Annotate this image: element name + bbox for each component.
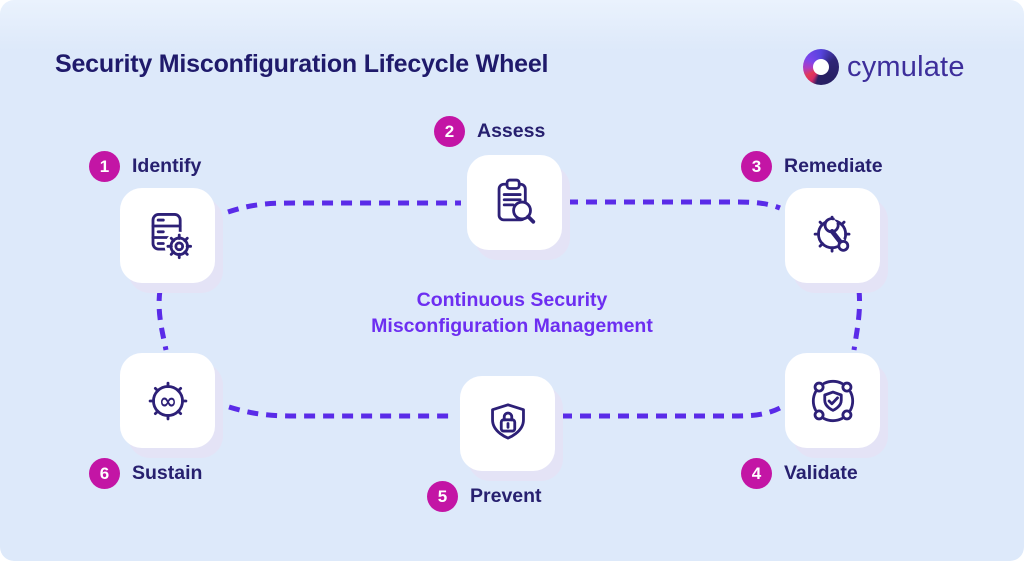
step-number-badge: 6 [89, 458, 120, 489]
step-card-assess [467, 155, 562, 250]
step-number-badge: 3 [741, 151, 772, 182]
page-title: Security Misconfiguration Lifecycle Whee… [55, 50, 549, 78]
center-caption-line1: Continuous Security [416, 289, 608, 311]
shield-lock-icon [490, 402, 525, 439]
server-gear-icon [151, 212, 194, 261]
connector-prevent-validate [561, 405, 782, 419]
gear-infinity-icon: ∞ [148, 381, 187, 420]
connector-remediate-validate [851, 289, 862, 351]
step-header-prevent: 5 Prevent [427, 481, 542, 512]
brand-logo: cymulate [803, 49, 965, 85]
step-number-badge: 4 [741, 458, 772, 489]
step-header-validate: 4 Validate [741, 458, 858, 489]
brand-name: cymulate [847, 50, 965, 83]
step-number-badge: 5 [427, 481, 458, 512]
connector-assess-remediate [567, 199, 781, 211]
step-label: Sustain [132, 462, 203, 484]
clipboard-search-icon [497, 178, 535, 224]
step-card-sustain: ∞ [120, 353, 215, 448]
step-number-badge: 1 [89, 151, 120, 182]
connector-sustain-prevent [228, 404, 456, 419]
step-header-assess: 2 Assess [434, 116, 545, 147]
step-header-sustain: 6 Sustain [89, 458, 202, 489]
step-card-prevent [460, 376, 555, 471]
step-header-identify: 1 Identify [89, 151, 201, 182]
step-header-remediate: 3 Remediate [741, 151, 883, 182]
step-label: Assess [477, 120, 546, 142]
step-label: Validate [784, 462, 858, 484]
connector-identify-assess [227, 200, 461, 215]
center-caption-line2: Misconfiguration Management [371, 315, 653, 337]
step-card-validate [785, 353, 880, 448]
gear-wrench-icon [813, 215, 850, 253]
cymulate-logo-icon [803, 49, 839, 85]
step-label: Identify [132, 155, 202, 177]
step-number-badge: 2 [434, 116, 465, 147]
center-caption: Continuous Security Misconfiguration Man… [262, 287, 762, 339]
step-label: Prevent [470, 485, 542, 507]
connector-identify-sustain [156, 289, 169, 351]
infinity-glyph: ∞ [159, 389, 177, 414]
step-card-remediate [785, 188, 880, 283]
step-label: Remediate [784, 155, 883, 177]
step-card-identify [120, 188, 215, 283]
shield-check-orbit-icon [811, 379, 854, 422]
